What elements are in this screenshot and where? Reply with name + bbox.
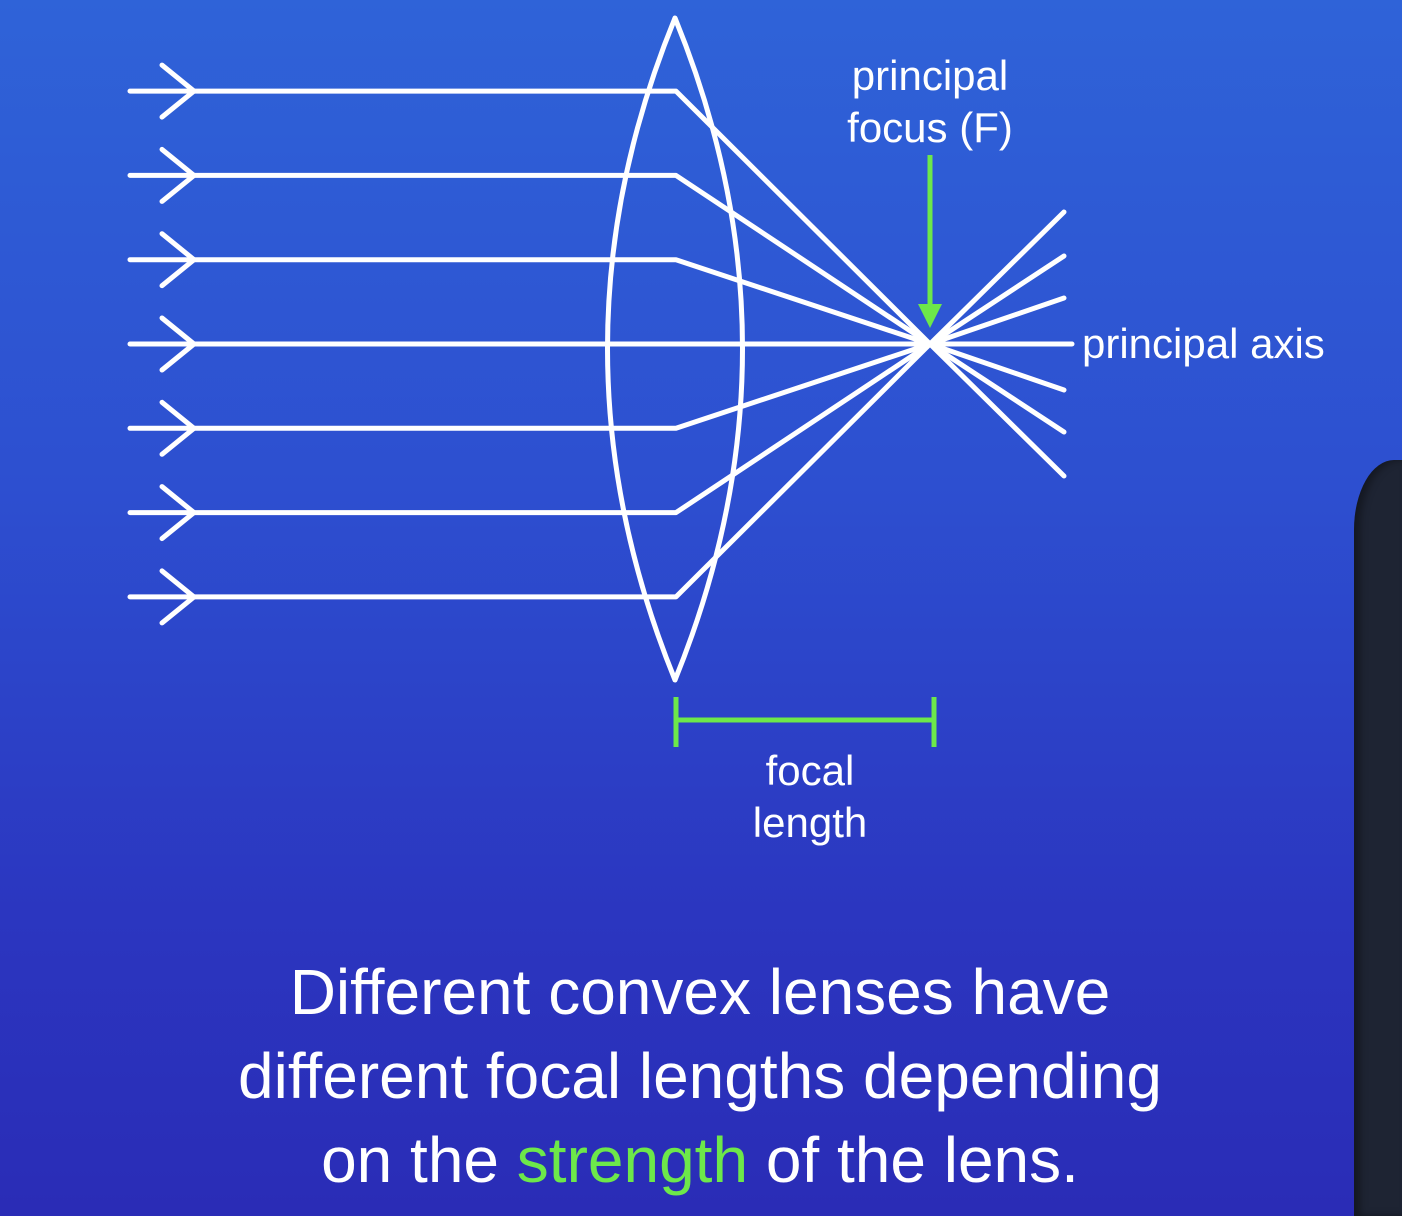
ray-arrowhead xyxy=(159,146,197,204)
light-ray xyxy=(127,257,933,347)
focal-length-bracket xyxy=(673,697,937,747)
diverging-ray xyxy=(927,295,1067,347)
principal-focus-label-line2: focus (F) xyxy=(847,104,1013,151)
caption-line3-after: of the lens. xyxy=(748,1124,1079,1196)
focal-length-label: focal length xyxy=(700,745,920,849)
focus-pointer-arrow xyxy=(918,155,942,328)
presenter-silhouette xyxy=(1354,460,1402,1216)
caption-text: Different convex lenses have different f… xyxy=(120,950,1280,1202)
ray-arrowheads xyxy=(159,62,197,626)
ray-arrowhead xyxy=(159,568,197,626)
diverging-ray xyxy=(927,209,1067,347)
light-ray xyxy=(127,341,933,600)
diverging-rays xyxy=(927,209,1067,479)
caption-line2: different focal lengths depending xyxy=(238,1040,1162,1112)
light-rays xyxy=(127,88,933,600)
convex-lens xyxy=(605,15,745,683)
focal-length-label-line1: focal xyxy=(765,747,855,794)
caption-line3-before: on the xyxy=(321,1124,517,1196)
principal-axis-label: principal axis xyxy=(1082,320,1325,367)
focal-length-label-line2: length xyxy=(752,799,868,846)
diverging-ray xyxy=(927,341,1067,393)
principal-focus-label: principal focus (F) xyxy=(800,50,1060,154)
diverging-ray xyxy=(927,341,1067,435)
light-ray xyxy=(127,172,933,347)
light-ray xyxy=(127,341,933,431)
light-ray xyxy=(127,341,933,516)
diverging-ray xyxy=(927,253,1067,347)
ray-arrowhead xyxy=(159,231,197,289)
ray-arrowhead xyxy=(159,484,197,542)
ray-arrowhead xyxy=(159,62,197,120)
light-ray xyxy=(127,88,933,347)
highlight-strength: strength xyxy=(516,1124,749,1196)
principal-focus-label-line1: principal xyxy=(851,52,1009,99)
caption-line1: Different convex lenses have xyxy=(289,956,1111,1028)
ray-arrowhead xyxy=(159,399,197,457)
diverging-ray xyxy=(927,341,1067,479)
caption-line3: on the strength of the lens. xyxy=(120,1118,1280,1202)
